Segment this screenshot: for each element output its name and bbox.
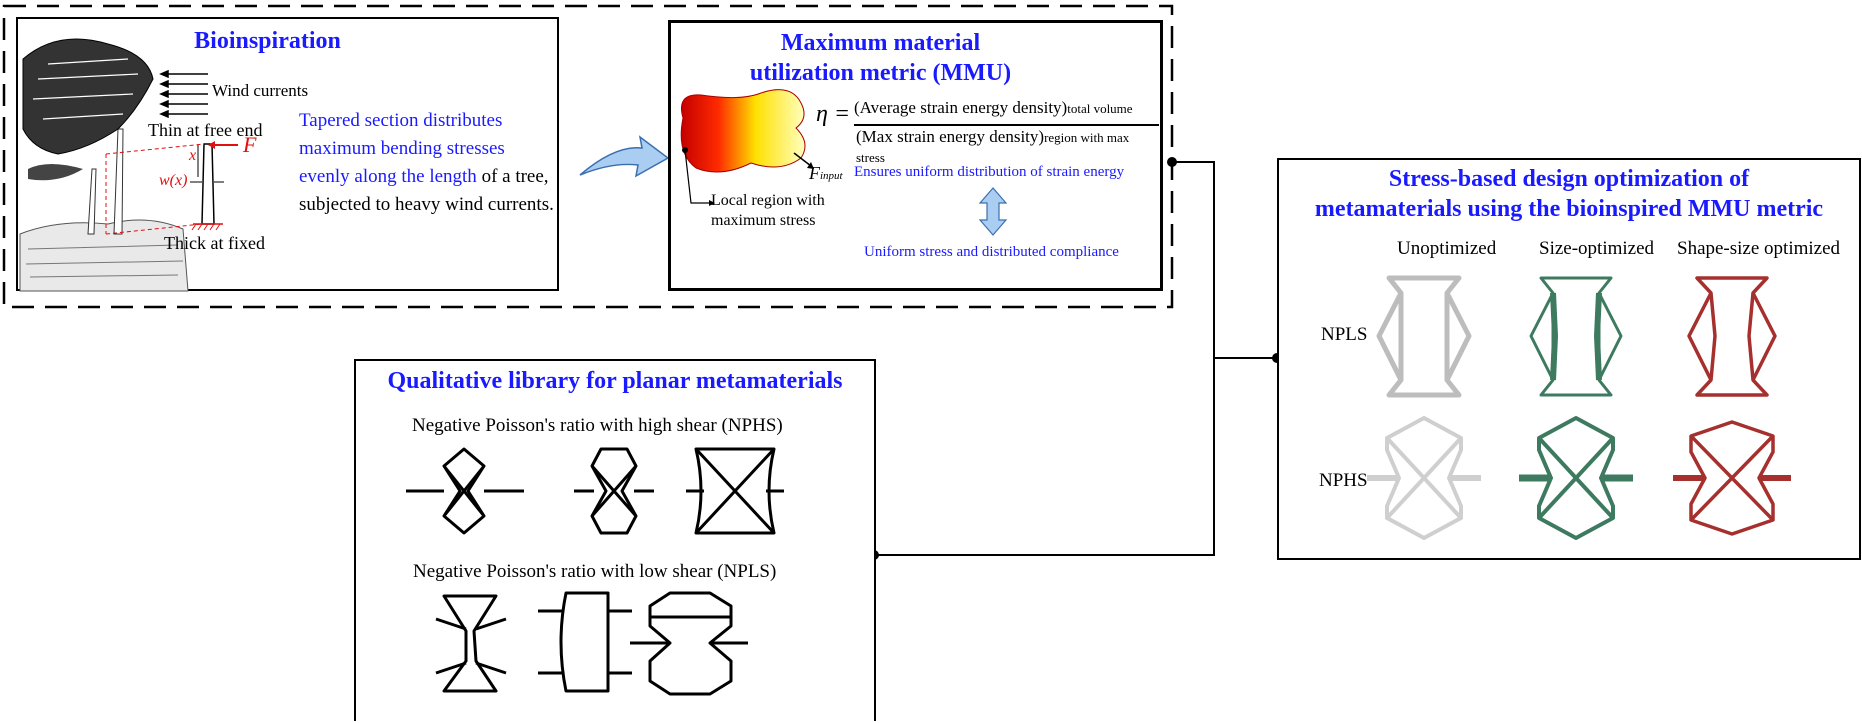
library-panel: Qualitative library for planar metamater… bbox=[354, 359, 876, 721]
optimization-title-line1: Stress-based design optimization of bbox=[1388, 166, 1750, 192]
nphs-cell-1 bbox=[406, 447, 524, 535]
width-function-label: w(x) bbox=[159, 172, 188, 189]
equation-numerator: (Average strain energy density)total vol… bbox=[854, 98, 1133, 117]
optimized-unit-cells bbox=[1367, 275, 1791, 540]
column-header-shape-size-optimized: Shape-size optimized bbox=[1677, 238, 1841, 259]
library-unit-cells bbox=[406, 447, 784, 696]
x-label: x bbox=[189, 147, 197, 164]
nphs-cell-3 bbox=[686, 447, 784, 535]
row-label-nphs: NPHS bbox=[1319, 470, 1368, 491]
f-input-label: Finput bbox=[809, 163, 843, 183]
force-label: F bbox=[243, 132, 257, 157]
npls-shape-size-optimized bbox=[1687, 276, 1777, 397]
thin-free-end-label: Thin at free end bbox=[148, 120, 263, 140]
optimization-title-line2: metamaterials using the bioinspired MMU … bbox=[1314, 196, 1824, 222]
nphs-unoptimized bbox=[1367, 416, 1481, 540]
bioinspiration-description: Tapered section distributes maximum bend… bbox=[299, 107, 554, 219]
npls-label: Negative Poisson's ratio with low shear … bbox=[413, 561, 777, 582]
npls-size-optimized bbox=[1529, 276, 1623, 397]
bioinspiration-panel: Bioinspiration bbox=[16, 17, 559, 292]
row-label-npls: NPLS bbox=[1321, 324, 1368, 345]
equation-denominator: (Max strain energy density)region with m… bbox=[856, 127, 1130, 165]
wind-currents-label: Wind currents bbox=[212, 81, 309, 100]
local-region-label: Local region with maximum stress bbox=[711, 192, 825, 229]
description-rest: of a tree, subjected to heavy wind curre… bbox=[299, 166, 554, 215]
ensures-uniform-text: Ensures uniform distribution of strain e… bbox=[854, 164, 1125, 180]
eta-symbol: η = bbox=[816, 101, 851, 127]
description-highlight: Tapered section distributes maximum bend… bbox=[299, 110, 505, 187]
column-header-size-optimized: Size-optimized bbox=[1539, 238, 1655, 259]
bioinspiration-title: Bioinspiration bbox=[194, 28, 341, 54]
nphs-size-optimized bbox=[1519, 416, 1633, 540]
npls-cell-2 bbox=[538, 591, 632, 693]
equation-fraction-bar bbox=[854, 124, 1159, 126]
uniform-stress-text: Uniform stress and distributed complianc… bbox=[864, 244, 1119, 260]
thick-fixed-label: Thick at fixed bbox=[164, 233, 265, 253]
npls-cell-1 bbox=[435, 594, 507, 693]
wind-tree-illustration bbox=[19, 38, 238, 292]
npls-cell-3 bbox=[630, 591, 748, 696]
library-title: Qualitative library for planar metamater… bbox=[387, 368, 843, 394]
mmu-title-line2: utilization metric (MMU) bbox=[749, 60, 1012, 86]
nphs-cell-2 bbox=[574, 447, 654, 535]
npls-unoptimized bbox=[1376, 275, 1472, 398]
optimization-panel: Stress-based design optimization of meta… bbox=[1277, 158, 1861, 560]
mmu-title-line1: Maximum material bbox=[780, 30, 981, 56]
nphs-shape-size-optimized bbox=[1673, 420, 1791, 536]
nphs-label: Negative Poisson's ratio with high shear… bbox=[412, 415, 783, 436]
mmu-panel: Maximum material utilization metric (MMU… bbox=[668, 20, 1163, 291]
column-header-unoptimized: Unoptimized bbox=[1397, 238, 1497, 259]
stress-contour-blob bbox=[680, 89, 1008, 236]
